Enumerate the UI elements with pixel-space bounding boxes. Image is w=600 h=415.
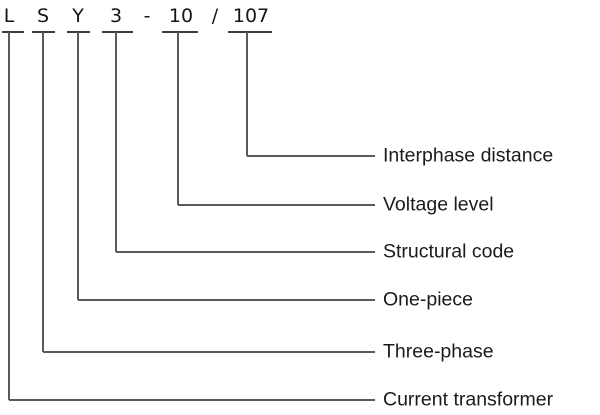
leader-line-three-phase	[32, 31, 375, 353]
leader-line-current-transformer	[2, 31, 375, 401]
code-char-dash: -	[143, 5, 151, 27]
callout-label-interphase-distance: Interphase distance	[383, 144, 554, 167]
code-char-l: L	[3, 5, 15, 27]
code-char-3: 3	[109, 5, 123, 27]
code-char-y: Y	[72, 5, 84, 27]
code-char-slash: /	[211, 5, 219, 27]
leader-line-structural-code	[102, 31, 375, 253]
callout-label-structural-code: Structural code	[383, 240, 515, 263]
code-char-s: S	[36, 5, 50, 27]
code-char-10: 10	[168, 5, 194, 27]
code-char-107: 107	[232, 5, 270, 27]
callout-label-current-transformer: Current transformer	[383, 388, 554, 411]
leader-line-voltage-level	[162, 31, 375, 206]
leader-line-interphase-distance	[228, 31, 375, 157]
leader-line-one-piece	[67, 31, 375, 301]
callout-label-one-piece: One-piece	[383, 288, 473, 311]
callout-label-voltage-level: Voltage level	[383, 193, 494, 216]
callout-label-three-phase: Three-phase	[383, 340, 494, 363]
